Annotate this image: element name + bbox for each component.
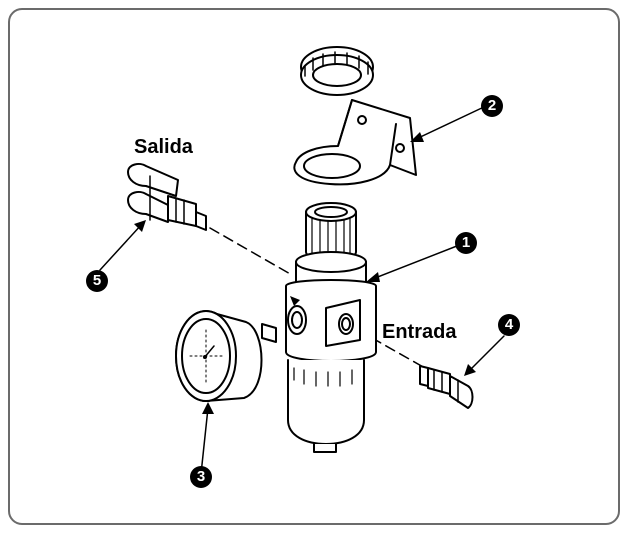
callout-3: 3 [190, 466, 212, 488]
assembly-axis-lines [209, 227, 426, 369]
leader-lines [99, 105, 505, 475]
mounting-bracket [293, 99, 417, 186]
callout-4: 4 [498, 314, 520, 336]
callout-5: 5 [86, 270, 108, 292]
arrow-heads [134, 132, 476, 414]
callout-2: 2 [481, 95, 503, 117]
filter-regulator-body [285, 202, 377, 453]
callout-1: 1 [455, 232, 477, 254]
outlet-fitting [127, 163, 207, 231]
inlet-label: Entrada [382, 321, 457, 343]
ring-nut [300, 46, 374, 96]
pressure-gauge [175, 310, 277, 402]
inlet-fitting [419, 365, 474, 409]
outlet-label: Salida [134, 136, 193, 158]
